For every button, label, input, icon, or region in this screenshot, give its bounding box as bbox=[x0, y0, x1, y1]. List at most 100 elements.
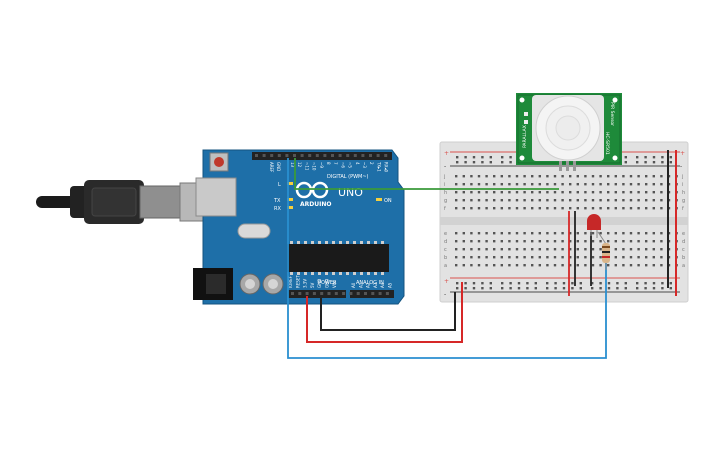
breadboard-hole[interactable] bbox=[462, 256, 465, 259]
breadboard-hole[interactable] bbox=[669, 282, 672, 285]
breadboard-hole[interactable] bbox=[485, 256, 488, 259]
breadboard-hole[interactable] bbox=[569, 183, 572, 186]
header-hole[interactable] bbox=[323, 154, 327, 157]
breadboard-hole[interactable] bbox=[455, 175, 458, 178]
breadboard-hole[interactable] bbox=[546, 199, 549, 202]
header-hole[interactable] bbox=[308, 154, 312, 157]
header-hole[interactable] bbox=[312, 292, 316, 295]
breadboard-hole[interactable] bbox=[553, 240, 557, 243]
breadboard-hole[interactable] bbox=[515, 191, 519, 194]
breadboard-hole[interactable] bbox=[470, 207, 473, 210]
breadboard-hole[interactable] bbox=[455, 264, 458, 267]
breadboard-hole[interactable] bbox=[637, 199, 640, 202]
breadboard-hole[interactable] bbox=[645, 175, 648, 178]
breadboard-hole[interactable] bbox=[485, 175, 488, 178]
breadboard-hole[interactable] bbox=[614, 199, 617, 202]
header-hole[interactable] bbox=[384, 154, 388, 157]
breadboard-hole[interactable] bbox=[472, 282, 476, 285]
breadboard-hole[interactable] bbox=[470, 248, 473, 251]
breadboard-hole[interactable] bbox=[561, 232, 564, 235]
breadboard-hole[interactable] bbox=[515, 175, 519, 178]
breadboard-hole[interactable] bbox=[629, 207, 633, 210]
breadboard-hole[interactable] bbox=[652, 287, 656, 290]
breadboard-hole[interactable] bbox=[531, 264, 534, 267]
breadboard-hole[interactable] bbox=[523, 191, 526, 194]
breadboard-hole[interactable] bbox=[462, 207, 465, 210]
breadboard-hole[interactable] bbox=[523, 175, 526, 178]
breadboard-hole[interactable] bbox=[546, 207, 549, 210]
breadboard-hole[interactable] bbox=[489, 282, 492, 285]
breadboard-hole[interactable] bbox=[538, 256, 541, 259]
breadboard-hole[interactable] bbox=[569, 175, 572, 178]
breadboard-hole[interactable] bbox=[652, 175, 655, 178]
breadboard-hole[interactable] bbox=[481, 156, 484, 159]
breadboard-hole[interactable] bbox=[622, 183, 625, 186]
header-hole[interactable] bbox=[320, 292, 324, 295]
breadboard-hole[interactable] bbox=[584, 183, 587, 186]
breadboard-hole[interactable] bbox=[553, 199, 557, 202]
breadboard-hole[interactable] bbox=[509, 287, 512, 290]
breadboard-hole[interactable] bbox=[517, 282, 521, 285]
breadboard-hole[interactable] bbox=[629, 256, 633, 259]
breadboard-hole[interactable] bbox=[607, 175, 610, 178]
breadboard-hole[interactable] bbox=[624, 287, 627, 290]
breadboard-hole[interactable] bbox=[614, 264, 617, 267]
breadboard-hole[interactable] bbox=[508, 264, 511, 267]
breadboard-hole[interactable] bbox=[652, 183, 655, 186]
breadboard-hole[interactable] bbox=[509, 282, 512, 285]
breadboard-hole[interactable] bbox=[607, 232, 610, 235]
arduino-board[interactable]: ARDUINO UNO L TX RX ON DIGITAL (PWM~) 13… bbox=[193, 149, 405, 305]
breadboard-hole[interactable] bbox=[599, 183, 602, 186]
breadboard-hole[interactable] bbox=[624, 156, 627, 159]
breadboard-hole[interactable] bbox=[500, 175, 503, 178]
breadboard-hole[interactable] bbox=[472, 287, 476, 290]
breadboard-hole[interactable] bbox=[531, 207, 534, 210]
breadboard-hole[interactable] bbox=[462, 264, 465, 267]
breadboard-hole[interactable] bbox=[493, 264, 496, 267]
breadboard-hole[interactable] bbox=[477, 264, 481, 267]
breadboard-hole[interactable] bbox=[546, 287, 549, 290]
breadboard-hole[interactable] bbox=[493, 199, 496, 202]
breadboard-hole[interactable] bbox=[523, 248, 526, 251]
breadboard-hole[interactable] bbox=[455, 207, 458, 210]
breadboard-hole[interactable] bbox=[661, 156, 664, 159]
breadboard-hole[interactable] bbox=[472, 156, 476, 159]
breadboard-hole[interactable] bbox=[515, 207, 519, 210]
breadboard-hole[interactable] bbox=[652, 191, 655, 194]
breadboard-hole[interactable] bbox=[591, 199, 595, 202]
breadboard-hole[interactable] bbox=[500, 248, 503, 251]
breadboard-hole[interactable] bbox=[470, 232, 473, 235]
breadboard-hole[interactable] bbox=[462, 240, 465, 243]
breadboard-hole[interactable] bbox=[456, 156, 459, 159]
breadboard-hole[interactable] bbox=[534, 287, 537, 290]
breadboard-hole[interactable] bbox=[501, 287, 504, 290]
header-hole[interactable] bbox=[342, 292, 346, 295]
header-hole[interactable] bbox=[298, 292, 302, 295]
breadboard-hole[interactable] bbox=[485, 191, 488, 194]
header-hole[interactable] bbox=[353, 154, 357, 157]
breadboard-hole[interactable] bbox=[622, 207, 625, 210]
breadboard-hole[interactable] bbox=[470, 175, 473, 178]
breadboard-hole[interactable] bbox=[636, 287, 639, 290]
breadboard-hole[interactable] bbox=[455, 232, 458, 235]
breadboard-hole[interactable] bbox=[561, 248, 564, 251]
breadboard-hole[interactable] bbox=[637, 240, 640, 243]
breadboard-hole[interactable] bbox=[477, 175, 481, 178]
breadboard-hole[interactable] bbox=[515, 256, 519, 259]
breadboard-hole[interactable] bbox=[624, 282, 627, 285]
breadboard-hole[interactable] bbox=[464, 287, 467, 290]
breadboard-hole[interactable] bbox=[591, 282, 594, 285]
breadboard-hole[interactable] bbox=[485, 183, 488, 186]
breadboard-hole[interactable] bbox=[508, 256, 511, 259]
breadboard-hole[interactable] bbox=[464, 282, 467, 285]
header-hole[interactable] bbox=[376, 154, 380, 157]
breadboard-hole[interactable] bbox=[637, 183, 640, 186]
breadboard-hole[interactable] bbox=[599, 207, 602, 210]
breadboard-hole[interactable] bbox=[546, 191, 549, 194]
breadboard-hole[interactable] bbox=[562, 282, 566, 285]
breadboard-hole[interactable] bbox=[515, 248, 519, 251]
header-hole[interactable] bbox=[378, 292, 382, 295]
breadboard-hole[interactable] bbox=[456, 161, 459, 164]
breadboard-hole[interactable] bbox=[561, 175, 564, 178]
breadboard-hole[interactable] bbox=[660, 240, 663, 243]
